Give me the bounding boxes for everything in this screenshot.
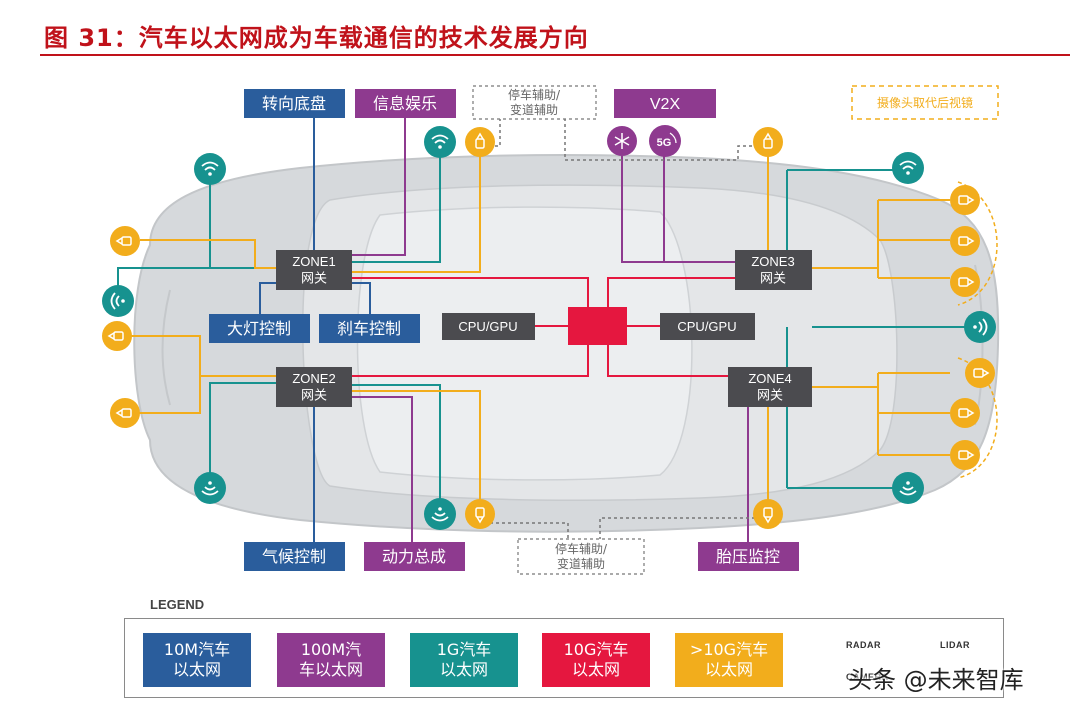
climate-box: 气候控制 [244, 542, 345, 571]
lines-purple [352, 117, 749, 543]
legend-item-10g: 10G汽车以太网 [542, 633, 650, 687]
legend-item-10m-label: 10M汽车以太网 [163, 640, 231, 679]
parking-bottom-label: 停车辅助/变道辅助 [555, 541, 608, 571]
headlight-box: 大灯控制 [209, 314, 310, 343]
camera-icon [110, 398, 140, 428]
central-processor [568, 307, 627, 345]
parking-top-label: 停车辅助/变道辅助 [508, 87, 561, 117]
powertrain-box: 动力总成 [364, 542, 465, 571]
tire-label: 胎压监控 [716, 547, 780, 566]
radar-icon [964, 311, 996, 343]
lidar-icon [607, 126, 637, 156]
radar-icon [424, 498, 456, 530]
radar-icon [194, 472, 226, 504]
camera-icon [965, 358, 995, 388]
radar-icon [102, 285, 134, 317]
watermark: 头条 @未来智库 [848, 666, 1024, 694]
camera-icon [465, 127, 495, 157]
camera-icon [950, 267, 980, 297]
legend-camera-label: CAMERA [846, 672, 889, 682]
lines-dashed [490, 118, 758, 540]
powertrain-label: 动力总成 [382, 547, 446, 566]
camera-icon [110, 226, 140, 256]
camera-icon [950, 185, 980, 215]
camera-icon [102, 321, 132, 351]
climate-label: 气候控制 [262, 547, 326, 566]
camera-icon [753, 499, 783, 529]
legend-radar-label: RADAR [846, 640, 881, 650]
legend-item-1g: 1G汽车以太网 [410, 633, 518, 687]
title-rule [40, 54, 1070, 56]
camera-icon [950, 398, 980, 428]
v2x-box: V2X [614, 89, 716, 118]
parking-top-box: 停车辅助/变道辅助 [472, 85, 597, 120]
radar-icon [424, 126, 456, 158]
camera-icon [950, 440, 980, 470]
parking-bottom-box: 停车辅助/变道辅助 [517, 538, 645, 575]
mirror-arcs [957, 181, 998, 479]
lines-orange [130, 150, 950, 500]
camera-mirror-box: 摄像头取代后视镜 [851, 85, 999, 120]
radar-icon [892, 152, 924, 184]
5g-icon: 5G [649, 125, 681, 157]
camera-icon [753, 127, 783, 157]
legend-item-1g-label: 1G汽车以太网 [436, 640, 492, 679]
5g-label: 5G [657, 137, 672, 149]
legend-item-100m: 100M汽车以太网 [277, 633, 385, 687]
brake-label: 刹车控制 [337, 319, 401, 338]
radar-icon [194, 153, 226, 185]
cpu-left-label: CPU/GPU [458, 319, 517, 334]
legend-item-over-10g: >10G汽车以太网 [675, 633, 783, 687]
headlight-label: 大灯控制 [227, 319, 291, 338]
legend-item-10m: 10M汽车以太网 [143, 633, 251, 687]
camera-icon [465, 499, 495, 529]
infotainment-box: 信息娱乐 [355, 89, 456, 118]
legend-title: LEGEND [150, 597, 205, 612]
cpu-right-box [660, 313, 755, 340]
lines-red [352, 277, 735, 377]
cpu-left-box [442, 313, 535, 340]
car-silhouette [133, 154, 1000, 533]
steering-label: 转向底盘 [262, 94, 326, 113]
radar-icon [892, 472, 924, 504]
cpu-right-label: CPU/GPU [677, 319, 736, 334]
steering-box: 转向底盘 [244, 89, 345, 118]
camera-mirror-label: 摄像头取代后视镜 [877, 95, 973, 110]
camera-icon [950, 226, 980, 256]
brake-box: 刹车控制 [319, 314, 420, 343]
page-title: 图 31：汽车以太网成为车载通信的技术发展方向 [44, 24, 589, 52]
legend-item-over-10g-label: >10G汽车以太网 [689, 640, 769, 679]
infotainment-label: 信息娱乐 [373, 94, 437, 113]
v2x-label: V2X [650, 96, 681, 113]
legend-lidar-label: LIDAR [940, 640, 970, 650]
legend-item-10g-label: 10G汽车以太网 [563, 640, 629, 679]
legend-item-100m-label: 100M汽车以太网 [298, 640, 363, 679]
tire-box: 胎压监控 [698, 542, 799, 571]
